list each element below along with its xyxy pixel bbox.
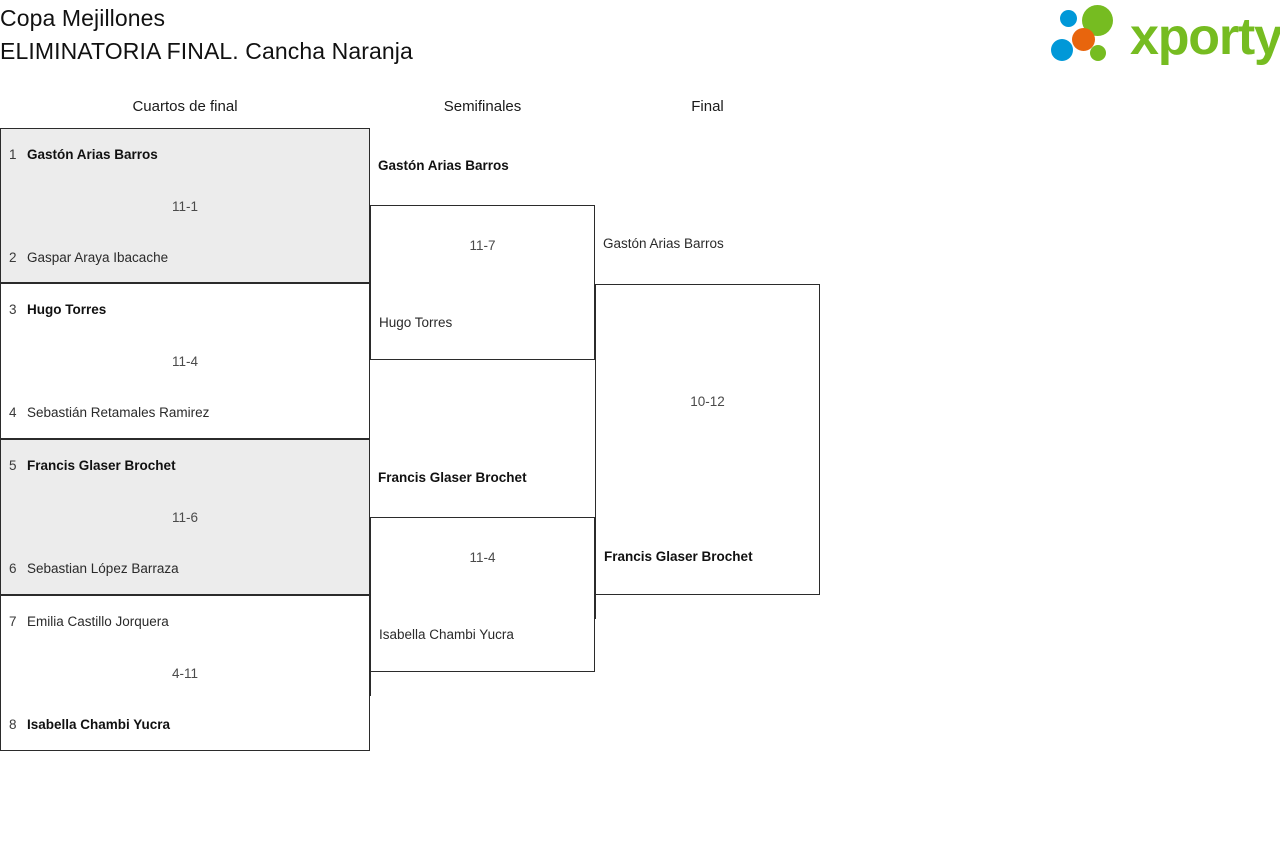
match-qf-1[interactable]: 1 Gastón Arias Barros 11-1 2 Gaspar Aray…: [0, 128, 370, 283]
connector-final-bottom: [595, 595, 596, 619]
player-name: Hugo Torres: [27, 302, 107, 317]
match-sf-2[interactable]: 11-4 Isabella Chambi Yucra: [370, 517, 595, 672]
match-score: 11-6: [171, 510, 199, 525]
player-slot-bottom[interactable]: 2 Gaspar Araya Ibacache: [1, 249, 369, 267]
match-score: 11-4: [469, 550, 496, 565]
player-name: Hugo Torres: [379, 315, 453, 330]
match-qf-4[interactable]: 7 Emilia Castillo Jorquera 4-11 8 Isabel…: [0, 595, 370, 751]
round-header-semifinals: Semifinales: [443, 98, 522, 115]
player-name: Francis Glaser Brochet: [378, 470, 527, 485]
player-slot-top[interactable]: 3 Hugo Torres: [1, 301, 369, 319]
logo-wordmark: xporty: [1130, 8, 1280, 66]
match-score: 10-12: [690, 394, 725, 409]
match-score: 11-7: [469, 238, 496, 253]
final-top-player[interactable]: Gastón Arias Barros: [595, 235, 820, 253]
seed-number: 4: [9, 405, 17, 420]
logo-dots-icon: [1050, 4, 1128, 68]
player-slot-top[interactable]: 7 Emilia Castillo Jorquera: [1, 613, 369, 631]
seed-number: 7: [9, 614, 17, 629]
seed-number: 3: [9, 302, 17, 317]
match-final[interactable]: 10-12 Francis Glaser Brochet: [595, 284, 820, 595]
player-name: Francis Glaser Brochet: [604, 549, 753, 564]
match-sf-1[interactable]: 11-7 Hugo Torres: [370, 205, 595, 360]
player-slot-bottom[interactable]: Francis Glaser Brochet: [596, 548, 819, 566]
match-qf-3[interactable]: 5 Francis Glaser Brochet 11-6 6 Sebastia…: [0, 439, 370, 595]
connector-sf2-bottom: [370, 672, 371, 696]
player-name: Gastón Arias Barros: [603, 236, 724, 251]
seed-number: 8: [9, 717, 17, 732]
match-score: 11-4: [171, 354, 199, 369]
sf-2-top-player[interactable]: Francis Glaser Brochet: [370, 469, 595, 487]
round-header-final: Final: [691, 98, 724, 115]
player-slot-bottom[interactable]: Isabella Chambi Yucra: [371, 626, 594, 644]
seed-number: 6: [9, 561, 17, 576]
player-name: Sebastian López Barraza: [27, 561, 179, 576]
player-name: Francis Glaser Brochet: [27, 458, 176, 473]
player-name: Isabella Chambi Yucra: [379, 627, 514, 642]
seed-number: 1: [9, 147, 17, 162]
sf-1-top-player[interactable]: Gastón Arias Barros: [370, 157, 595, 175]
match-qf-2[interactable]: 3 Hugo Torres 11-4 4 Sebastián Retamales…: [0, 283, 370, 439]
stage-name: ELIMINATORIA FINAL. Cancha Naranja: [0, 38, 413, 64]
player-name: Isabella Chambi Yucra: [27, 717, 171, 732]
player-slot-bottom[interactable]: Hugo Torres: [371, 314, 594, 332]
player-name: Gastón Arias Barros: [378, 158, 509, 173]
player-name: Gastón Arias Barros: [27, 147, 158, 162]
player-name: Emilia Castillo Jorquera: [27, 614, 169, 629]
page-title: Copa Mejillones ELIMINATORIA FINAL. Canc…: [0, 2, 413, 68]
xporty-logo[interactable]: xporty: [1050, 4, 1280, 70]
player-name: Gaspar Araya Ibacache: [27, 250, 169, 265]
seed-number: 5: [9, 458, 17, 473]
tournament-name: Copa Mejillones: [0, 5, 166, 31]
player-slot-bottom[interactable]: 4 Sebastián Retamales Ramirez: [1, 404, 369, 422]
player-slot-bottom[interactable]: 8 Isabella Chambi Yucra: [1, 716, 369, 734]
match-score: 4-11: [171, 666, 199, 681]
round-header-quarterfinals: Cuartos de final: [132, 98, 238, 115]
seed-number: 2: [9, 250, 17, 265]
player-slot-bottom[interactable]: 6 Sebastian López Barraza: [1, 560, 369, 578]
match-score: 11-1: [171, 199, 199, 214]
player-name: Sebastián Retamales Ramirez: [27, 405, 210, 420]
player-slot-top[interactable]: 5 Francis Glaser Brochet: [1, 457, 369, 475]
player-slot-top[interactable]: 1 Gastón Arias Barros: [1, 146, 369, 164]
